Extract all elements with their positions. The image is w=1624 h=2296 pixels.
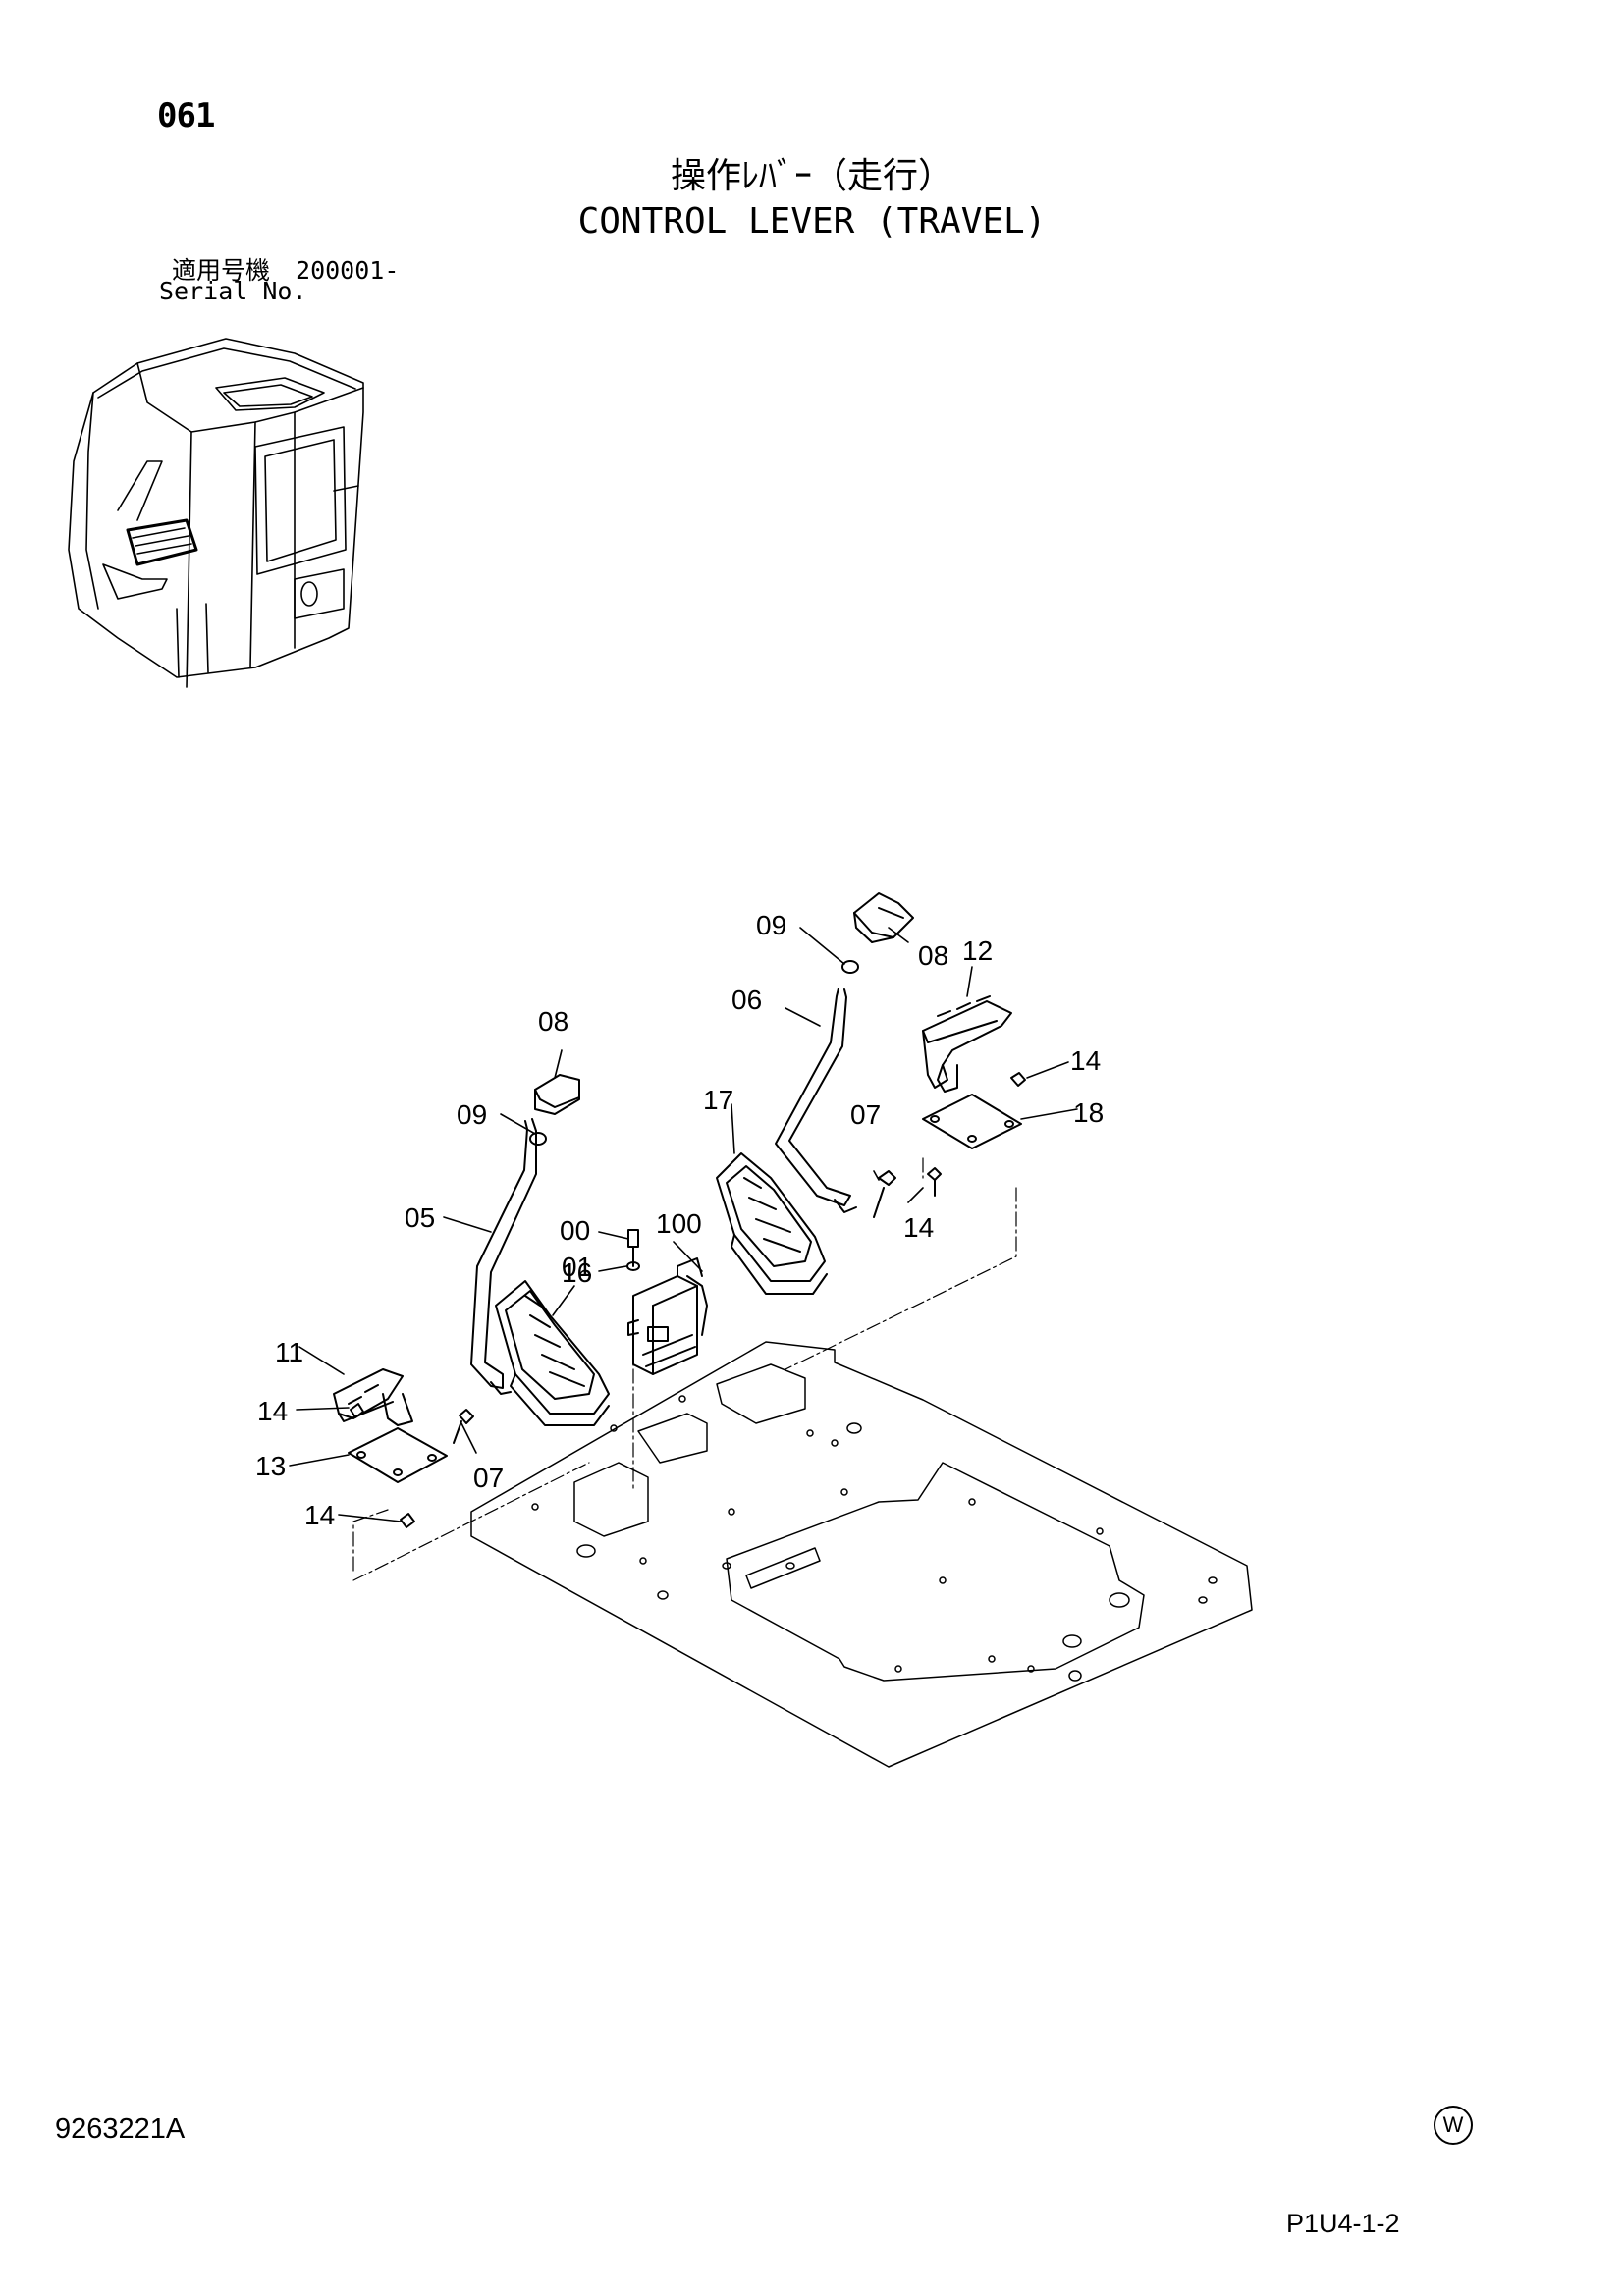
callout-01: 01 [562,1252,592,1282]
callout-08-left: 08 [538,1006,568,1037]
pedal-right [716,1152,828,1295]
document-number: 9263221A [55,2113,186,2145]
callout-08-top: 08 [918,940,948,971]
lever-rod-05 [470,1118,537,1395]
callout-12: 12 [962,935,993,966]
plate-18 [922,1094,1022,1149]
callout-14-left-bottom: 14 [304,1500,335,1530]
serial-line-japanese: 適用号機 200001- [172,251,424,287]
footrest-12 [922,995,1012,1093]
grip-08-top [841,892,914,974]
callout-05: 05 [405,1202,435,1233]
callout-14-left-top: 14 [257,1396,288,1426]
serial-value: 200001- [296,256,400,285]
serial-label-english: Serial No. [159,277,307,305]
callout-07-left: 07 [473,1463,504,1493]
callout-07-right: 07 [850,1099,881,1130]
footrest-11 [333,1368,413,1426]
callout-14-right-top: 14 [1070,1045,1101,1076]
callout-09-left: 09 [457,1099,487,1130]
callout-06: 06 [731,985,762,1015]
page-reference: P1U4-1-2 [1286,2209,1400,2238]
title-japanese: 操作ﾚﾊﾞｰ（走行） [670,156,953,196]
callout-labels: 09 08 12 06 14 18 08 17 07 09 00 01 100 … [255,910,1104,1530]
bolts [350,1072,1026,1528]
callout-100: 100 [656,1208,702,1239]
plate-13 [348,1427,448,1483]
lever-rod-06 [775,988,857,1213]
serial-label-jp: 適用号機 [172,256,271,285]
callout-11: 11 [275,1337,303,1367]
cab-locator-icon [68,338,364,688]
callout-13: 13 [255,1451,286,1481]
callout-00: 00 [560,1215,590,1246]
callout-18: 18 [1073,1097,1104,1128]
callout-09-top: 09 [756,910,786,940]
leader-lines [289,927,1078,1522]
callout-17: 17 [703,1085,733,1115]
callout-16-visible: 16 [562,1257,592,1288]
assembly-lines [352,1157,1017,1581]
callout-14-right-bottom: 14 [903,1212,934,1243]
floor-plate [470,1341,1253,1768]
title-english: CONTROL LEVER (TRAVEL) [577,201,1047,241]
w-circle-icon: W [1434,2106,1473,2145]
pilot-valve [627,1257,708,1375]
page-number: 061 [157,96,215,135]
pedal-left [495,1280,610,1426]
grip-08-left [529,1074,580,1146]
